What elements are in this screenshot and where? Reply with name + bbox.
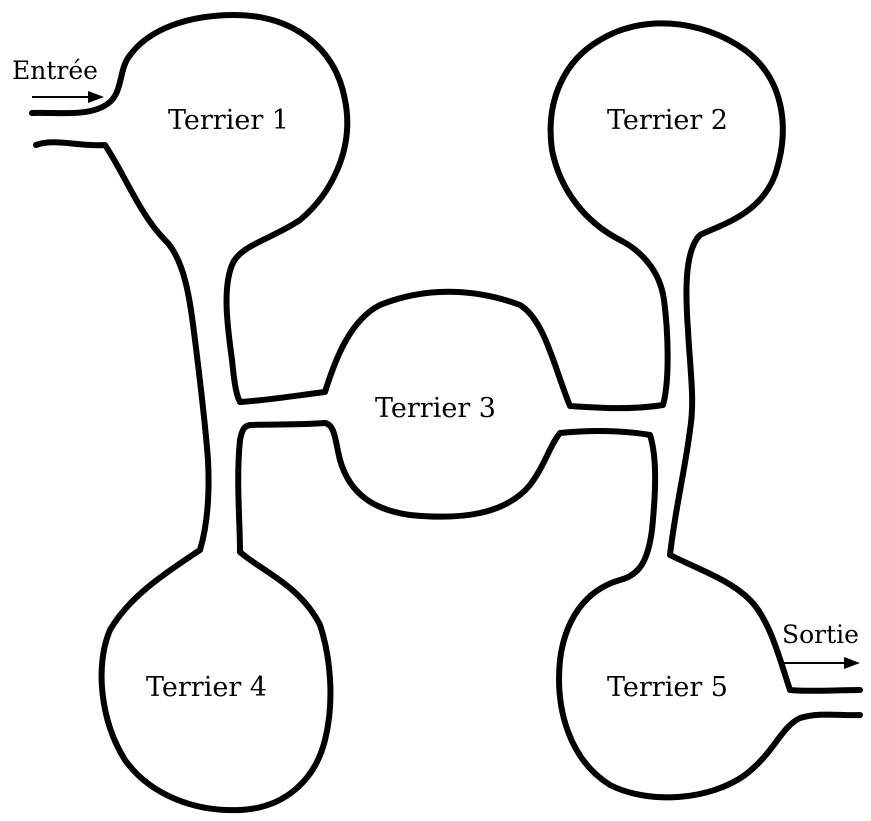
terrier-1-lower-wall: [36, 142, 209, 550]
entrance-label: Entrée: [12, 56, 98, 85]
exit-label: Sortie: [782, 620, 859, 649]
terrier-5-label: Terrier 5: [607, 672, 728, 703]
tunnel-4-3-lower-wall: [238, 423, 655, 580]
terrier-1-label: Terrier 1: [168, 105, 289, 136]
terrier-3-label: Terrier 3: [375, 393, 496, 424]
tunnel-1-3-upper-wall: [240, 23, 860, 691]
exit-arrow-icon: [783, 657, 860, 669]
terrier-2-label: Terrier 2: [607, 105, 728, 136]
entrance-arrow-icon: [32, 91, 104, 103]
terrier-4-label: Terrier 4: [146, 672, 267, 703]
